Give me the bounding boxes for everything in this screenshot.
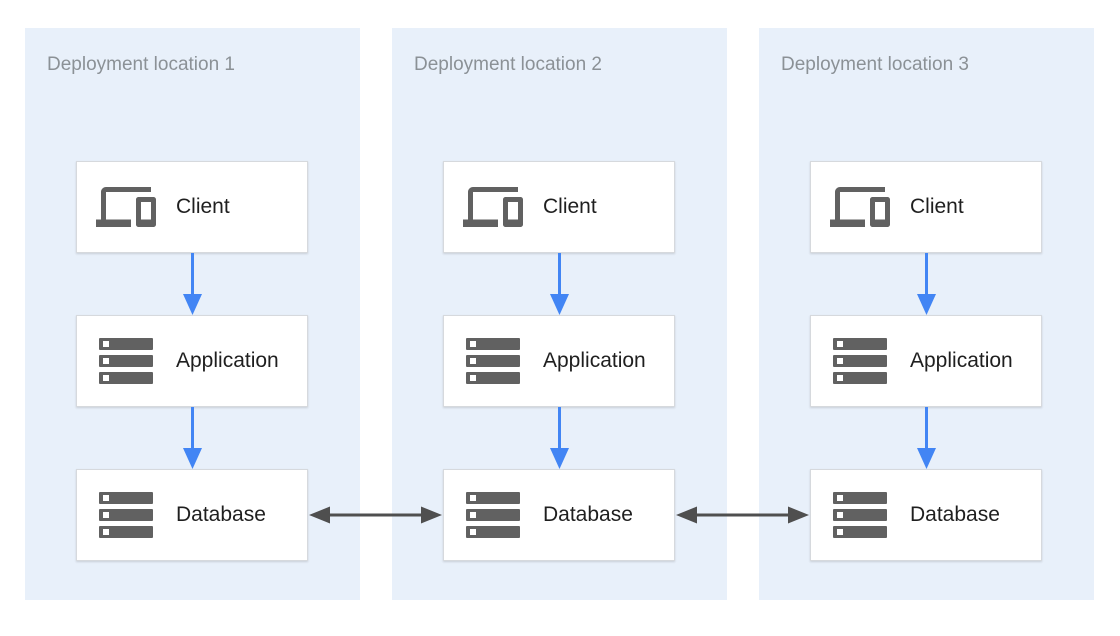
application-node: Application bbox=[76, 315, 308, 407]
node-label: Database bbox=[176, 503, 266, 526]
server-stack-icon bbox=[95, 330, 157, 392]
database-node: Database bbox=[76, 469, 308, 561]
node-label: Client bbox=[176, 195, 230, 218]
client-node: Client bbox=[76, 161, 308, 253]
down-arrow bbox=[550, 253, 569, 315]
client-node: Client bbox=[443, 161, 675, 253]
server-stack-icon bbox=[462, 330, 524, 392]
down-arrow bbox=[917, 253, 936, 315]
node-label: Database bbox=[910, 503, 1000, 526]
devices-icon bbox=[462, 176, 524, 238]
down-arrow bbox=[183, 253, 202, 315]
node-label: Database bbox=[543, 503, 633, 526]
client-node: Client bbox=[810, 161, 1042, 253]
devices-icon bbox=[95, 176, 157, 238]
server-stack-icon bbox=[829, 484, 891, 546]
panel-title: Deployment location 1 bbox=[47, 54, 235, 75]
deployment-location-2-panel: Deployment location 2 Client bbox=[392, 28, 727, 600]
deployment-location-3-panel: Deployment location 3 Client bbox=[759, 28, 1094, 600]
deployment-location-1-panel: Deployment location 1 Client bbox=[25, 28, 360, 600]
application-node: Application bbox=[443, 315, 675, 407]
server-stack-icon bbox=[462, 484, 524, 546]
server-stack-icon bbox=[829, 330, 891, 392]
node-label: Client bbox=[543, 195, 597, 218]
node-label: Application bbox=[543, 349, 646, 372]
database-node: Database bbox=[443, 469, 675, 561]
node-label: Client bbox=[910, 195, 964, 218]
database-node: Database bbox=[810, 469, 1042, 561]
panel-title: Deployment location 3 bbox=[781, 54, 969, 75]
server-stack-icon bbox=[95, 484, 157, 546]
down-arrow bbox=[183, 407, 202, 469]
down-arrow bbox=[917, 407, 936, 469]
node-label: Application bbox=[176, 349, 279, 372]
panel-title: Deployment location 2 bbox=[414, 54, 602, 75]
node-label: Application bbox=[910, 349, 1013, 372]
down-arrow bbox=[550, 407, 569, 469]
devices-icon bbox=[829, 176, 891, 238]
application-node: Application bbox=[810, 315, 1042, 407]
